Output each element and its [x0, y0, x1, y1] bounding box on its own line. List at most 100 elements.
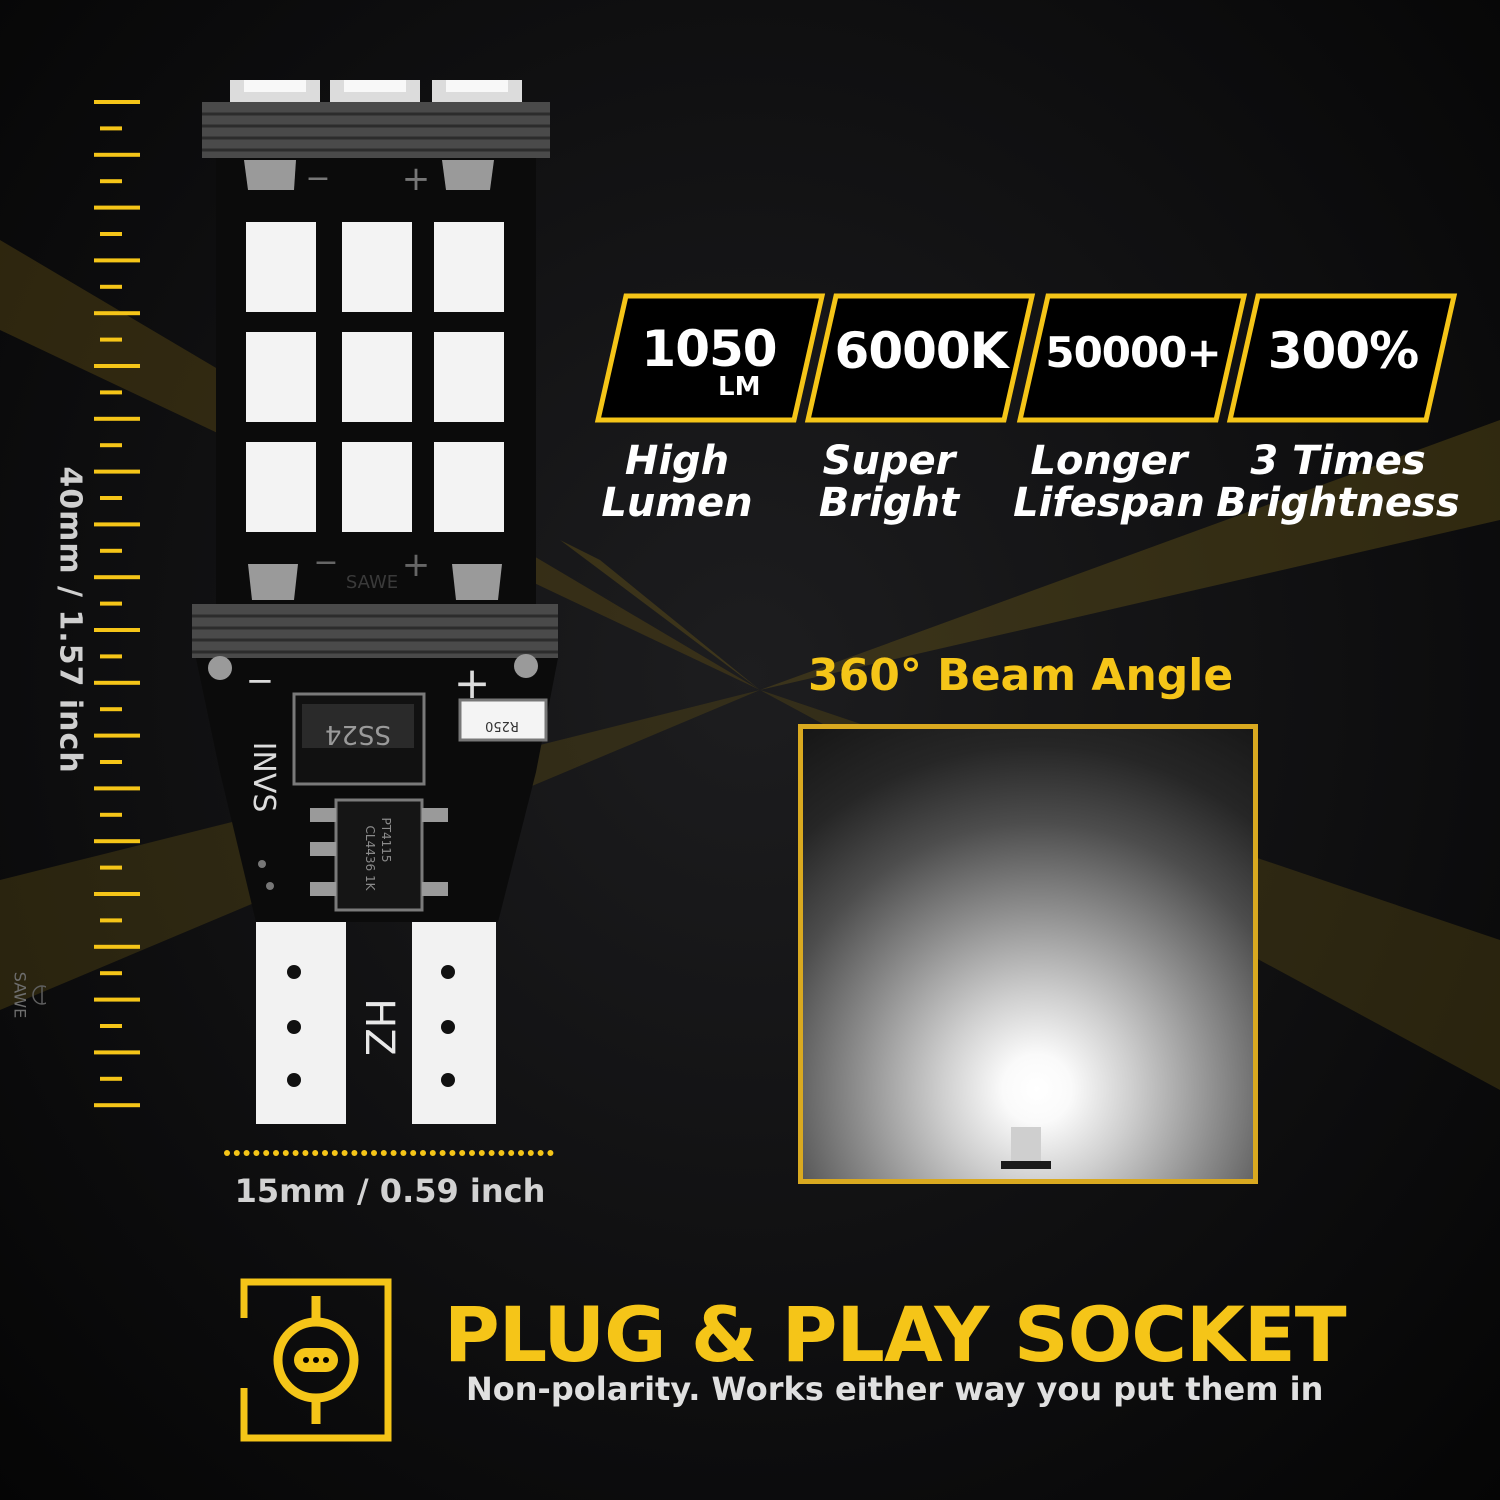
ruler-dot — [547, 1150, 554, 1156]
ruler-tick — [100, 865, 122, 870]
ruler-dot — [273, 1150, 279, 1156]
ruler-dot — [498, 1150, 505, 1156]
ruler-tick — [94, 311, 140, 316]
ruler-dot — [420, 1150, 426, 1156]
terminal-marking: HZ — [356, 998, 402, 1055]
pad-sign-plus-top: + — [402, 159, 431, 199]
ruler-tick — [94, 997, 140, 1002]
spec-value: 1050 — [641, 320, 777, 378]
ruler-dot — [469, 1150, 475, 1156]
ruler-tick — [100, 126, 122, 131]
watermark-text: SAWE — [10, 971, 30, 1019]
ruler-tick — [100, 496, 122, 500]
ruler-tick — [94, 575, 140, 580]
ruler-dot — [292, 1150, 299, 1156]
diode-marking: SS24 — [325, 719, 391, 749]
ruler-tick — [94, 628, 140, 632]
pad-sign-minus-low: − — [246, 661, 275, 701]
ruler-tick — [100, 337, 122, 342]
ruler-dot — [282, 1150, 289, 1156]
ruler-tick — [100, 707, 122, 712]
spec-badge-lumen: 1050 LM — [592, 292, 826, 424]
ruler-dot — [488, 1150, 495, 1156]
spec-value: 50000+ — [1045, 328, 1221, 377]
ruler-dot — [527, 1150, 534, 1156]
ruler-dot — [341, 1150, 348, 1156]
ruler-tick — [94, 522, 140, 527]
ruler-dot — [508, 1150, 515, 1156]
ruler-tick — [94, 839, 140, 844]
beam-angle-title: 360° Beam Angle — [808, 650, 1234, 701]
ruler-tick — [100, 443, 122, 448]
ruler-tick — [94, 152, 140, 157]
ruler-tick — [100, 601, 122, 606]
ruler-tick — [94, 1050, 140, 1055]
ruler-tick — [100, 812, 122, 817]
spec-badge-lifespan: 50000+ — [1014, 292, 1248, 424]
height-dimension: 40mm / 1.57 inch — [40, 460, 100, 780]
ruler-dot — [361, 1150, 368, 1156]
width-label: 15mm / 0.59 inch — [234, 1172, 546, 1210]
pad-sign-minus-top: − — [305, 161, 330, 196]
ruler-tick — [94, 944, 140, 949]
ruler-tick — [100, 1076, 122, 1081]
ic-marking-2: CL4436 1K — [363, 826, 377, 892]
ruler-tick — [94, 680, 140, 685]
height-ruler — [94, 100, 140, 1108]
width-ruler — [224, 1150, 554, 1156]
ruler-dot — [478, 1150, 485, 1156]
height-label: 40mm / 1.57 inch — [52, 466, 88, 774]
ruler-dot — [449, 1150, 456, 1156]
pad-sign-plus-mid: + — [402, 545, 431, 585]
ruler-dot — [263, 1150, 270, 1156]
ruler-tick — [94, 100, 140, 104]
ruler-dot — [410, 1150, 417, 1156]
ruler-dot — [253, 1150, 260, 1156]
ruler-dot — [243, 1150, 250, 1156]
top-led-row — [230, 80, 522, 106]
ruler-tick — [100, 284, 122, 289]
beam-light-photo — [798, 724, 1258, 1184]
ruler-tick — [100, 918, 122, 923]
ruler-dot — [537, 1150, 544, 1156]
ic-marking-1: PT4115 — [379, 817, 393, 862]
ruler-dot — [351, 1150, 358, 1156]
ruler-tick — [100, 232, 122, 236]
ruler-tick — [100, 654, 122, 659]
resistor-marking: R250 — [485, 718, 519, 733]
board-brand-left: INVS — [246, 742, 281, 813]
ruler-dot — [371, 1150, 377, 1156]
ruler-tick — [94, 416, 140, 421]
socket-title: PLUG & PLAY SOCKET — [444, 1290, 1347, 1379]
ruler-dot — [302, 1150, 309, 1156]
ruler-dot — [518, 1150, 524, 1156]
ruler-tick — [94, 364, 140, 368]
watermark: SAWE — [6, 945, 46, 1045]
ruler-tick — [100, 1024, 122, 1028]
ruler-tick — [94, 733, 140, 738]
led-bulb-illustration: − + − + − + SAWE INVS SS24 R250 PT4115 C… — [192, 80, 558, 1124]
ruler-tick — [94, 786, 140, 791]
ruler-dot — [312, 1150, 319, 1156]
ruler-dot — [224, 1150, 230, 1156]
ruler-tick — [100, 548, 122, 553]
socket-icon — [240, 1278, 392, 1442]
ruler-dot — [400, 1150, 407, 1156]
spec-badge-color-temp: 6000K — [802, 292, 1036, 424]
pad-sign-minus-mid: − — [313, 545, 338, 580]
ruler-dot — [322, 1150, 328, 1156]
spec-value: 300% — [1267, 322, 1419, 380]
spec-value: 6000K — [834, 322, 1009, 380]
ruler-tick — [94, 258, 140, 263]
ruler-tick — [94, 205, 140, 210]
ruler-tick — [100, 179, 122, 184]
ruler-dot — [439, 1150, 446, 1156]
ruler-dot — [233, 1150, 240, 1156]
ruler-tick — [100, 390, 122, 395]
ruler-dot — [380, 1150, 387, 1156]
ruler-tick — [100, 971, 122, 976]
